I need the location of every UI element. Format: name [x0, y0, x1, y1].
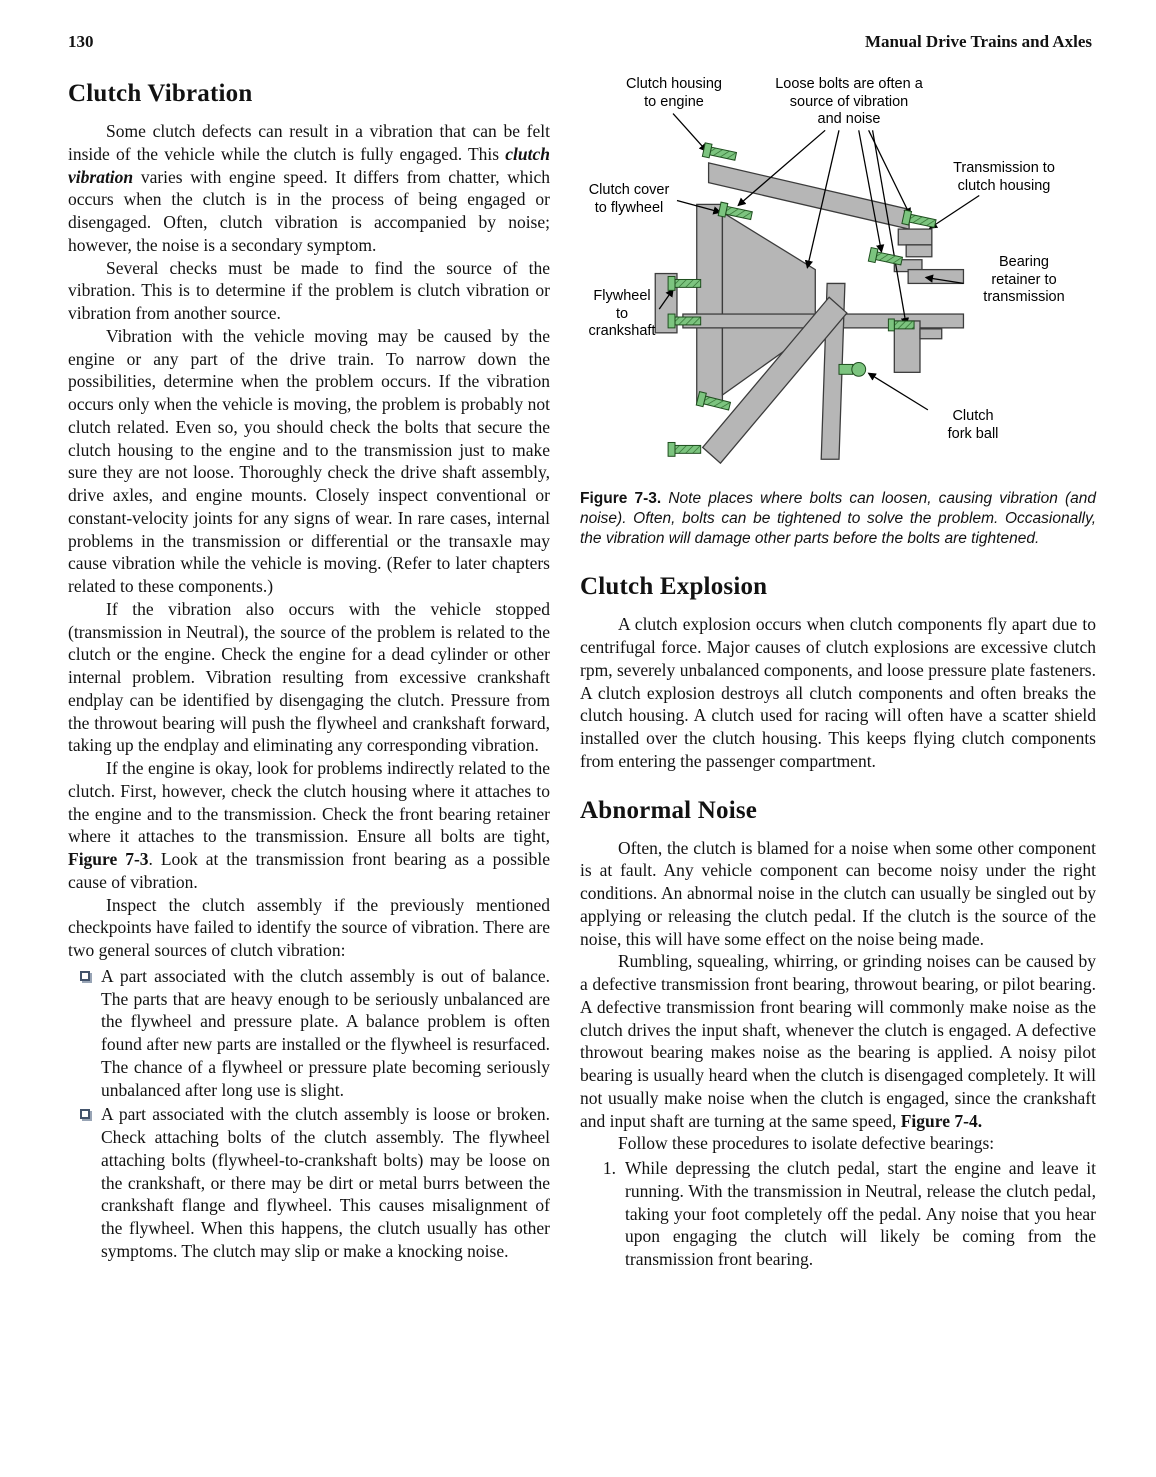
paragraph: Follow these procedures to isolate defec…	[618, 1133, 995, 1154]
section-title-clutch-vibration: Clutch Vibration	[68, 80, 253, 107]
figure-caption: Figure 7-3. Note places where bolts can …	[580, 489, 1096, 549]
clutch-fork-ball-shape	[838, 361, 867, 377]
bolt-icon	[901, 209, 937, 229]
list-item-text: A part associated with the clutch assemb…	[101, 965, 550, 1100]
bolt-icon	[717, 201, 753, 221]
bolt-icon	[667, 276, 702, 291]
paragraph: If the vibration also occurs with the ve…	[68, 598, 550, 756]
page-header: 130 Manual Drive Trains and Axles	[68, 32, 1092, 52]
body-text: . Look at the transmission front bearing…	[68, 849, 550, 892]
bolt-icon	[887, 318, 915, 332]
figure-canvas: Clutch housing to engine Loose bolts are…	[580, 74, 1096, 481]
bolt-icon	[667, 441, 702, 457]
bolt-icon	[701, 142, 738, 161]
callout-arrows	[658, 113, 980, 411]
bolt-icons	[667, 142, 937, 457]
figure-label-bearing-retainer: Bearing retainer to transmission	[983, 254, 1065, 306]
clutch-diagram	[654, 113, 980, 465]
list-item: A part associated with the clutch assemb…	[80, 965, 550, 1102]
list-item: 1. While depressing the clutch pedal, st…	[596, 1157, 1096, 1271]
paragraph: Rumbling, squealing, whirring, or grindi…	[580, 950, 1096, 1132]
list-item-text: A part associated with the clutch assemb…	[101, 1104, 550, 1261]
figure-caption-label: Figure 7-3.	[580, 490, 662, 507]
paragraph: Inspect the clutch assembly if the previ…	[68, 894, 550, 961]
figure-label-loose-bolts: Loose bolts are often a source of vibrat…	[775, 76, 923, 128]
figure-label-clutch-housing-to-engine: Clutch housing to engine	[626, 76, 722, 110]
paragraph: A clutch explosion occurs when clutch co…	[580, 614, 1096, 771]
list-item-text: While depressing the clutch pedal, start…	[625, 1158, 1096, 1270]
paragraph: Some clutch defects can result in a vibr…	[68, 120, 550, 257]
page-number: 130	[68, 32, 94, 51]
figure-label-flywheel-to-crankshaft: Flywheel to crankshaft	[588, 288, 656, 340]
figure-label-transmission-to-clutch-housing: Transmission to clutch housing	[953, 160, 1055, 194]
body-text: Some clutch defects can result in a vibr…	[68, 121, 550, 164]
list-item-number: 1.	[602, 1158, 616, 1179]
term-clutch-vibration: clutch vibration	[68, 143, 550, 187]
body-text: Rumbling, squealing, whirring, or grindi…	[580, 951, 1096, 1131]
body-text: varies with engine speed. It differs fro…	[68, 166, 550, 255]
body-text: If the engine is okay, look for problems…	[68, 758, 550, 847]
two-column-layout: Clutch Vibration Some clutch defects can…	[68, 74, 1096, 1271]
paragraph: Vibration with the vehicle moving may be…	[68, 325, 550, 596]
square-bullet-icon	[80, 970, 90, 981]
book-page: 130 Manual Drive Trains and Axles Clutch…	[68, 32, 1096, 1271]
bolt-icon	[867, 246, 904, 266]
section-title-clutch-explosion: Clutch Explosion	[580, 573, 768, 601]
paragraph: Several checks must be made to find the …	[68, 257, 550, 324]
figure-7-3: Clutch housing to engine Loose bolts are…	[580, 74, 1096, 549]
figure-caption-text: Note places where bolts can loosen, caus…	[580, 490, 1096, 548]
paragraph: Often, the clutch is blamed for a noise …	[580, 837, 1096, 949]
bolt-icon	[667, 313, 702, 329]
section-title-abnormal-noise: Abnormal Noise	[580, 796, 758, 824]
paragraph: If the engine is okay, look for problems…	[68, 757, 550, 894]
left-column: Clutch Vibration Some clutch defects can…	[68, 74, 550, 1271]
running-title: Manual Drive Trains and Axles	[864, 32, 1092, 51]
numbered-list: 1. While depressing the clutch pedal, st…	[580, 1157, 1096, 1271]
square-bullet-icon	[80, 1109, 90, 1120]
right-column: Clutch housing to engine Loose bolts are…	[580, 74, 1096, 1271]
bullet-list: A part associated with the clutch assemb…	[68, 965, 550, 1263]
figure-label-clutch-fork-ball: Clutch fork ball	[947, 408, 999, 442]
figure-reference: Figure 7-3	[68, 849, 149, 869]
figure-label-clutch-cover-to-flywheel: Clutch cover to flywheel	[588, 182, 670, 216]
clutch-assembly-shapes	[654, 162, 965, 465]
figure-reference: Figure 7-4.	[900, 1110, 983, 1131]
list-item: A part associated with the clutch assemb…	[80, 1103, 550, 1262]
bolt-icon	[695, 391, 732, 411]
